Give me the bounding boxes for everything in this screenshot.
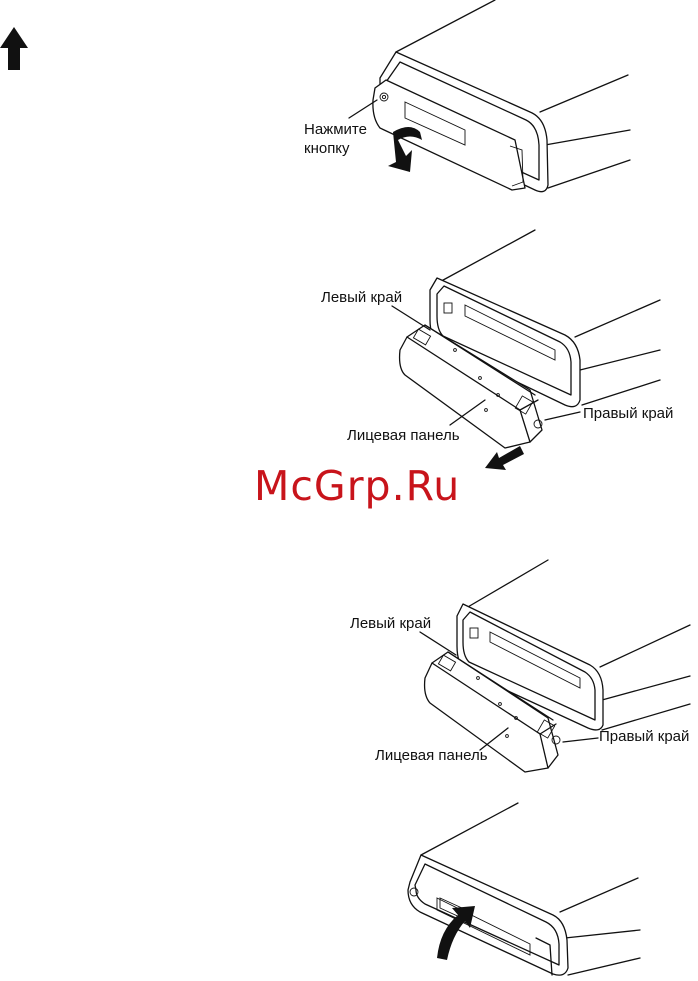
curved-arrow-up-icon xyxy=(0,0,698,981)
